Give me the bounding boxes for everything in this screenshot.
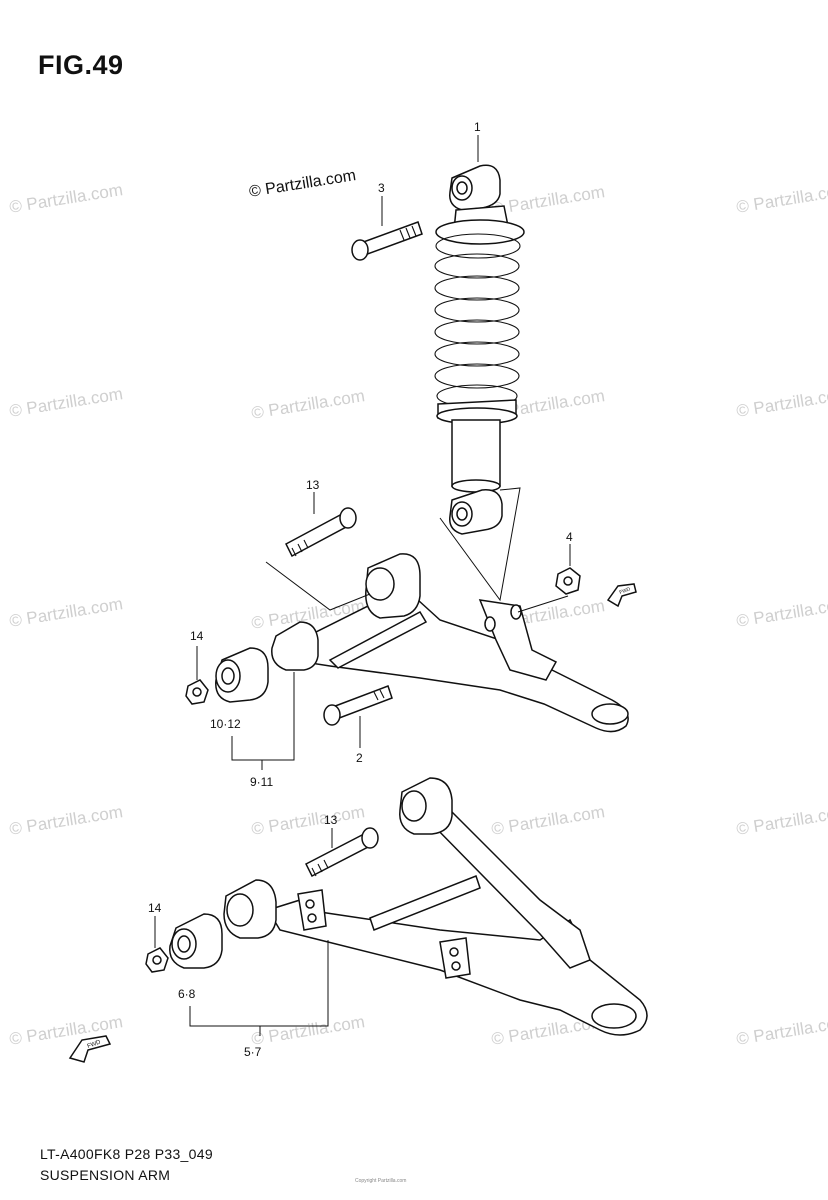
nut-4[interactable]: [555, 567, 581, 595]
callout-3: 3: [378, 181, 385, 195]
callout-5-7: 5·7: [244, 1045, 262, 1059]
footer-diagram-code: LT-A400FK8 P28 P33_049: [40, 1146, 213, 1162]
bolt-13-lower[interactable]: [304, 827, 379, 878]
bolt-2[interactable]: [323, 685, 393, 726]
callout-9-11: 9·11: [250, 775, 273, 789]
leader-lines: [154, 135, 571, 1036]
callout-1: 1: [474, 120, 481, 134]
callout-2: 2: [356, 751, 363, 765]
callout-14-lower: 14: [148, 901, 162, 915]
fwd-label: FWD: [619, 586, 632, 596]
fwd-arrow-icon: FWD: [606, 583, 637, 608]
footer-diagram-name: SUSPENSION ARM: [40, 1167, 171, 1183]
fwd-arrow-icon: FWD: [68, 1035, 112, 1063]
callout-14-upper: 14: [190, 629, 204, 643]
callout-4: 4: [566, 530, 573, 544]
bushing-10-12[interactable]: [215, 647, 269, 703]
nut-14-lower[interactable]: [145, 947, 169, 973]
callout-13-lower: 13: [324, 813, 338, 827]
bolt-3[interactable]: [351, 221, 423, 261]
coil-spring: [434, 233, 521, 408]
callout-6-8: 6·8: [178, 987, 196, 1001]
callout-10-12: 10·12: [210, 717, 241, 731]
figure-title: FIG.49: [38, 50, 124, 80]
tiny-copyright: Copyright Partzilla.com: [355, 1178, 407, 1184]
bolt-13-upper[interactable]: [285, 507, 357, 558]
nut-14-upper[interactable]: [185, 679, 209, 705]
bushing-6-8[interactable]: [169, 913, 223, 969]
shock-absorber[interactable]: [434, 164, 525, 535]
lower-suspension-arm[interactable]: [223, 777, 648, 1036]
callout-13-upper: 13: [306, 478, 320, 492]
fwd-label: FWD: [87, 1039, 103, 1050]
upper-suspension-arm[interactable]: [271, 553, 629, 733]
